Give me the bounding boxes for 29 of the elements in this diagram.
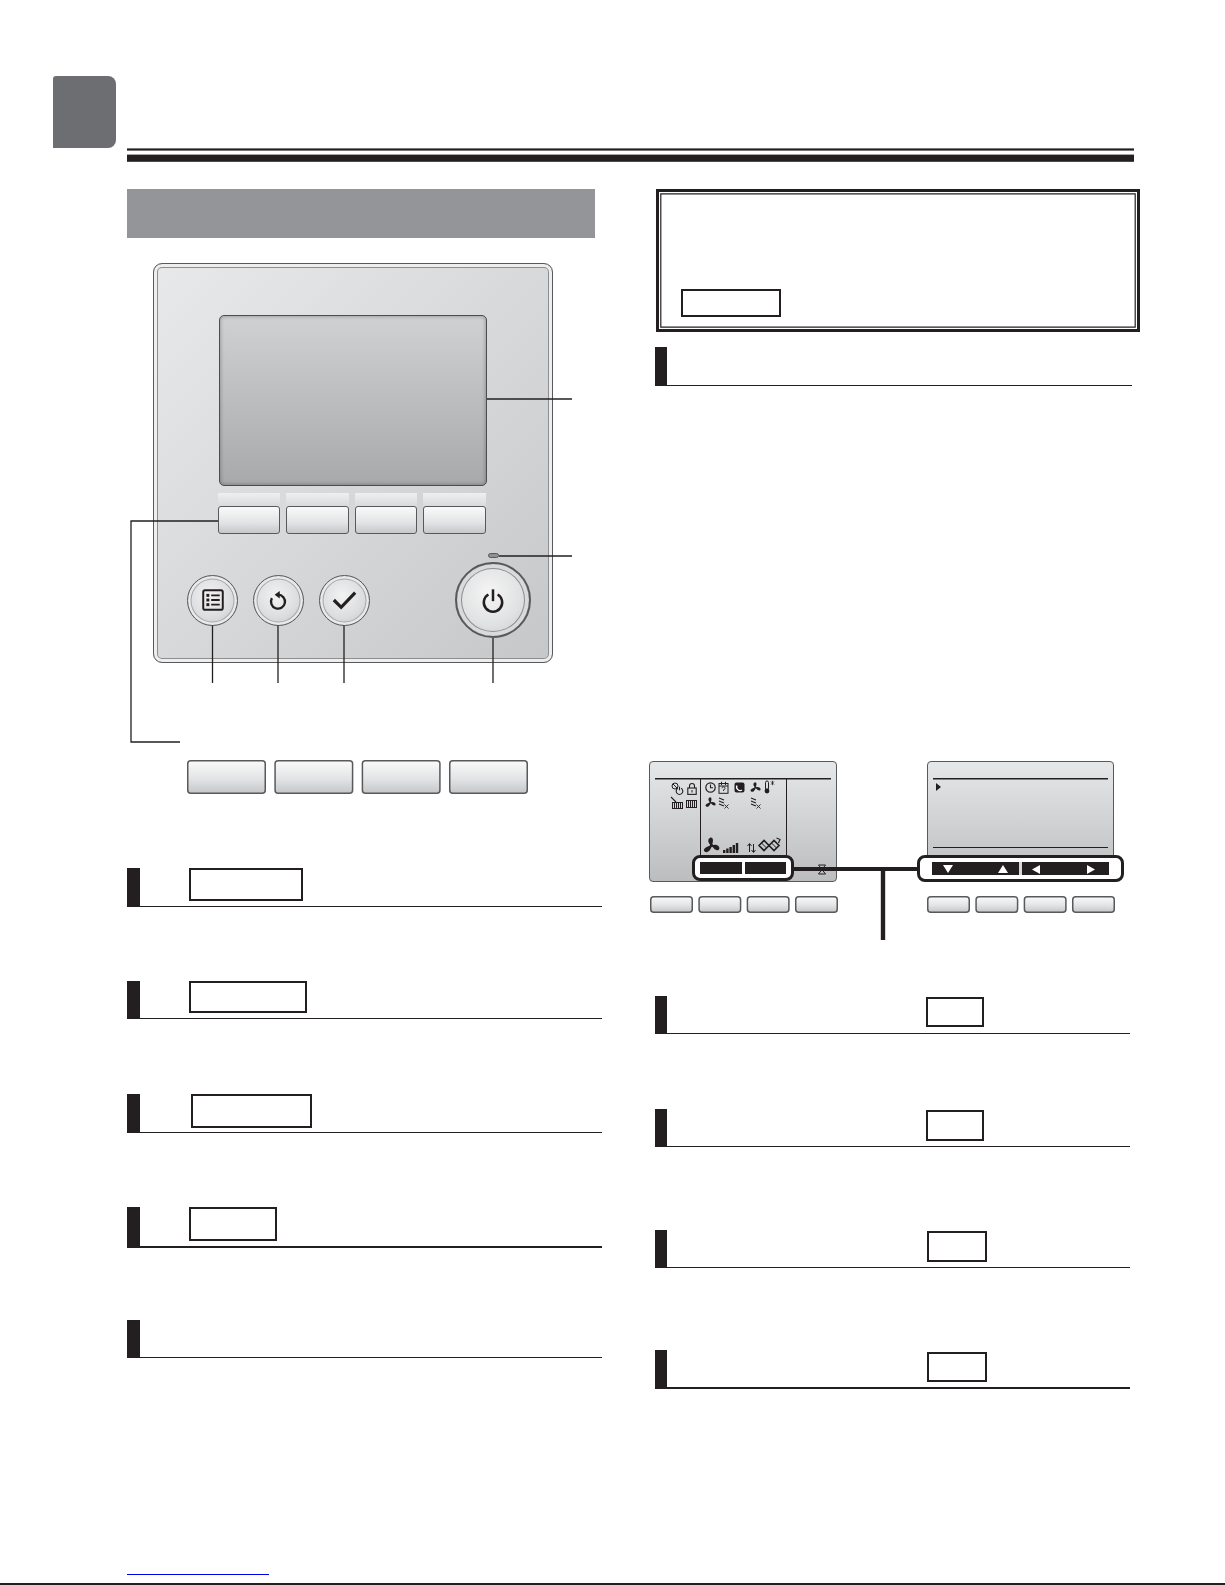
highlight-frame	[692, 855, 794, 881]
controller-panel	[153, 263, 553, 663]
empty-frame	[189, 981, 307, 1013]
function-key	[423, 506, 486, 534]
function-key	[218, 506, 280, 534]
screen-illustration	[649, 761, 837, 882]
empty-frame	[927, 1231, 987, 1262]
leader-line	[343, 624, 345, 684]
indicator-lamp	[488, 553, 499, 558]
empty-frame	[926, 997, 984, 1027]
connector-line	[880, 866, 917, 940]
empty-frame	[927, 1352, 987, 1382]
section-band	[127, 189, 595, 238]
note-frame	[656, 189, 1140, 332]
lcd-screen	[219, 315, 487, 486]
empty-frame	[191, 1094, 312, 1128]
leader-line	[498, 555, 573, 557]
function-key	[355, 506, 417, 534]
empty-frame	[681, 289, 781, 317]
leader-line	[277, 624, 279, 684]
leader-line	[486, 398, 573, 400]
function-key	[286, 506, 349, 534]
empty-frame	[926, 1110, 984, 1141]
menu-button	[187, 574, 238, 626]
leader-line	[130, 520, 219, 743]
leader-line	[492, 637, 494, 684]
empty-frame	[189, 1207, 277, 1241]
empty-frame	[189, 868, 303, 901]
leader-line	[211, 624, 214, 684]
